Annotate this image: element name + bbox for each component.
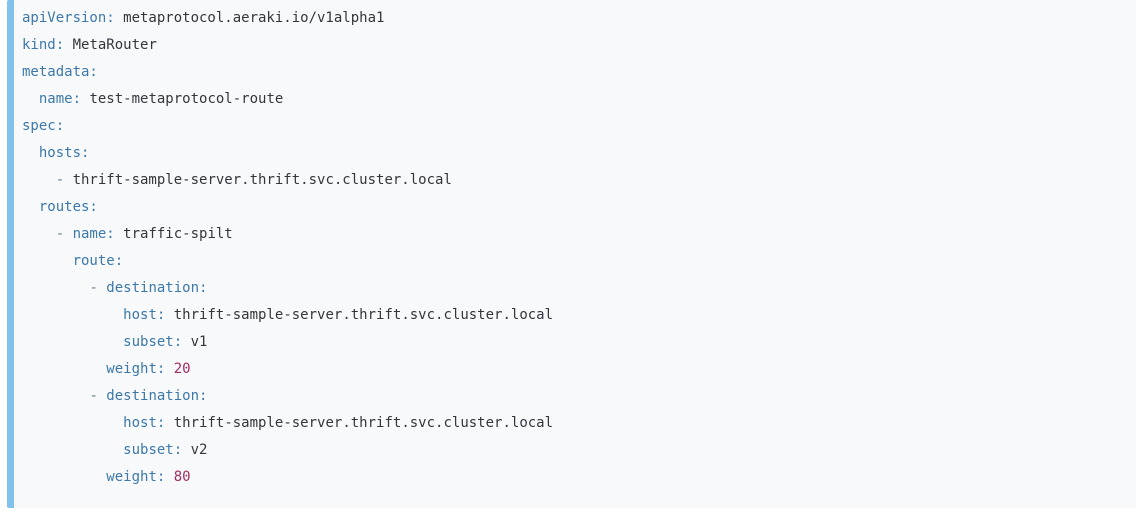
yaml-token-plain: [165, 361, 173, 377]
yaml-token-key: routes:: [38, 199, 98, 215]
code-line: routes:: [22, 194, 1126, 221]
code-line: hosts:: [22, 140, 1126, 167]
yaml-token-key: host:: [123, 307, 166, 323]
yaml-token-plain: thrift-sample-server.thrift.svc.cluster.…: [165, 307, 554, 323]
code-line: spec:: [22, 113, 1126, 140]
code-line: - destination:: [22, 275, 1126, 302]
yaml-token-plain: MetaRouter: [64, 37, 157, 53]
yaml-token-dash: -: [89, 280, 107, 296]
yaml-token-plain: [22, 253, 73, 269]
yaml-token-key: name:: [72, 226, 115, 242]
code-line: subset: v1: [22, 329, 1126, 356]
yaml-token-key: weight:: [106, 361, 166, 377]
yaml-token-plain: v1: [182, 334, 208, 350]
yaml-token-key: weight:: [106, 469, 166, 485]
code-line: host: thrift-sample-server.thrift.svc.cl…: [22, 302, 1126, 329]
yaml-token-number: 80: [173, 469, 191, 485]
yaml-token-key: subset:: [123, 334, 183, 350]
yaml-token-key: name:: [38, 91, 82, 107]
yaml-token-key: host:: [123, 415, 166, 431]
yaml-token-plain: [22, 307, 123, 323]
code-line: - destination:: [22, 383, 1126, 410]
yaml-token-key: route:: [72, 253, 124, 269]
code-lines: apiVersion: metaprotocol.aeraki.io/v1alp…: [22, 5, 1126, 491]
code-line: subset: v2: [22, 437, 1126, 464]
code-line: weight: 80: [22, 464, 1126, 491]
yaml-token-plain: traffic-spilt: [114, 226, 233, 242]
code-line: - thrift-sample-server.thrift.svc.cluste…: [22, 167, 1126, 194]
yaml-token-dash: -: [55, 172, 73, 188]
yaml-token-plain: [22, 145, 39, 161]
yaml-token-key: hosts:: [38, 145, 90, 161]
yaml-token-key: kind:: [22, 37, 65, 53]
yaml-token-key: subset:: [123, 442, 183, 458]
yaml-token-plain: [22, 334, 123, 350]
yaml-token-key: destination:: [106, 388, 208, 404]
code-line: route:: [22, 248, 1126, 275]
yaml-token-key: spec:: [22, 118, 65, 134]
yaml-token-plain: test-metaprotocol-route: [81, 91, 284, 107]
yaml-token-plain: thrift-sample-server.thrift.svc.cluster.…: [165, 415, 554, 431]
yaml-token-plain: v2: [182, 442, 208, 458]
yaml-token-plain: [22, 388, 89, 404]
code-line: - name: traffic-spilt: [22, 221, 1126, 248]
yaml-token-plain: [22, 442, 123, 458]
code-line: apiVersion: metaprotocol.aeraki.io/v1alp…: [22, 5, 1126, 32]
yaml-token-key: metadata:: [22, 64, 98, 80]
yaml-token-plain: [22, 361, 106, 377]
code-line: metadata:: [22, 59, 1126, 86]
yaml-token-plain: thrift-sample-server.thrift.svc.cluster.…: [72, 172, 452, 188]
yaml-token-number: 20: [173, 361, 191, 377]
code-line: name: test-metaprotocol-route: [22, 86, 1126, 113]
yaml-token-plain: [22, 280, 89, 296]
yaml-token-dash: -: [55, 226, 73, 242]
yaml-token-plain: [22, 91, 39, 107]
yaml-token-plain: [22, 415, 123, 431]
yaml-token-plain: [22, 172, 56, 188]
code-line: kind: MetaRouter: [22, 32, 1126, 59]
yaml-token-dash: -: [89, 388, 107, 404]
code-line: weight: 20: [22, 356, 1126, 383]
code-line: host: thrift-sample-server.thrift.svc.cl…: [22, 410, 1126, 437]
yaml-token-plain: [22, 226, 56, 242]
yaml-token-key: apiVersion:: [22, 10, 115, 26]
yaml-token-key: destination:: [106, 280, 208, 296]
yaml-token-plain: [22, 469, 106, 485]
yaml-token-plain: [165, 469, 173, 485]
yaml-token-plain: [22, 199, 39, 215]
yaml-code-block: apiVersion: metaprotocol.aeraki.io/v1alp…: [7, 0, 1136, 508]
yaml-token-plain: metaprotocol.aeraki.io/v1alpha1: [114, 10, 385, 26]
